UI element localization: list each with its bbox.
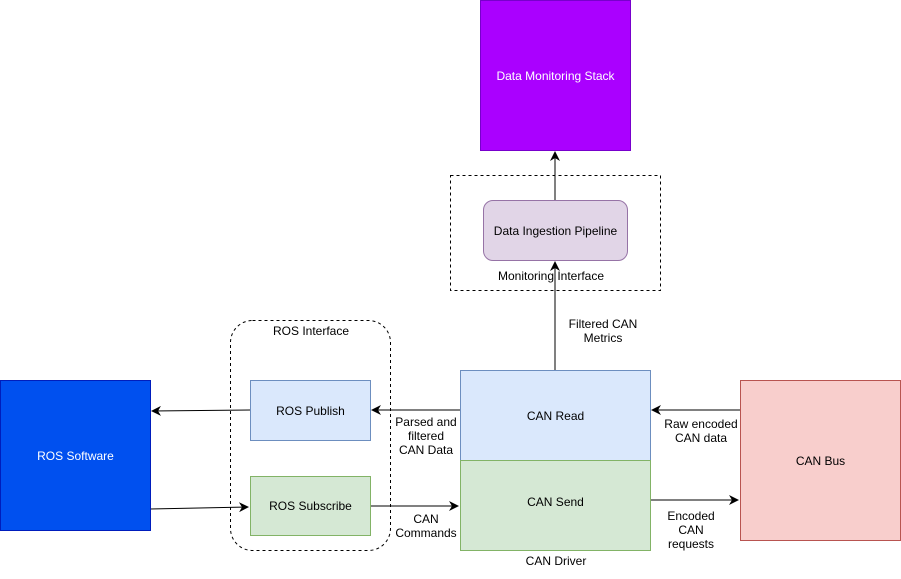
ros-publish-node[interactable]: ROS Publish [250, 380, 371, 441]
data-ingestion-pipeline-node[interactable]: Data Ingestion Pipeline [483, 200, 628, 261]
can-commands-label: CAN Commands [395, 512, 457, 540]
ros-interface-label: ROS Interface [272, 324, 350, 338]
data-ingestion-pipeline-label: Data Ingestion Pipeline [493, 223, 618, 238]
encoded-can-requests-label: Encoded CAN requests [667, 509, 715, 551]
edge-ros-software-to-ros-subscribe [149, 502, 249, 513]
can-read-label: CAN Read [526, 408, 585, 423]
parsed-filtered-can-data-label: Parsed and filtered CAN Data [395, 415, 457, 457]
ros-subscribe-label: ROS Subscribe [269, 499, 352, 513]
ros-interface-group [230, 320, 391, 551]
ros-software-label: ROS Software [37, 448, 114, 463]
edge-ros-publish-to-ros-software [151, 405, 251, 416]
can-read-node[interactable]: CAN Read [460, 370, 651, 461]
monitoring-interface-label: Monitoring Interface [497, 269, 605, 283]
can-bus-label: CAN Bus [795, 453, 846, 468]
can-bus-node[interactable]: CAN Bus [740, 380, 901, 541]
raw-encoded-can-data-label: Raw encoded CAN data [664, 417, 738, 445]
can-driver-label: CAN Driver [525, 554, 587, 568]
ros-publish-label: ROS Publish [276, 403, 345, 418]
filtered-can-metrics-label: Filtered CAN Metrics [568, 317, 638, 345]
can-send-label: CAN Send [527, 495, 584, 509]
ros-subscribe-node[interactable]: ROS Subscribe [250, 476, 371, 536]
data-monitoring-stack-label: Data Monitoring Stack [496, 68, 615, 83]
can-send-node[interactable]: CAN Send [460, 460, 651, 551]
data-monitoring-stack-node[interactable]: Data Monitoring Stack [480, 0, 631, 151]
ros-software-node[interactable]: ROS Software [0, 380, 151, 531]
